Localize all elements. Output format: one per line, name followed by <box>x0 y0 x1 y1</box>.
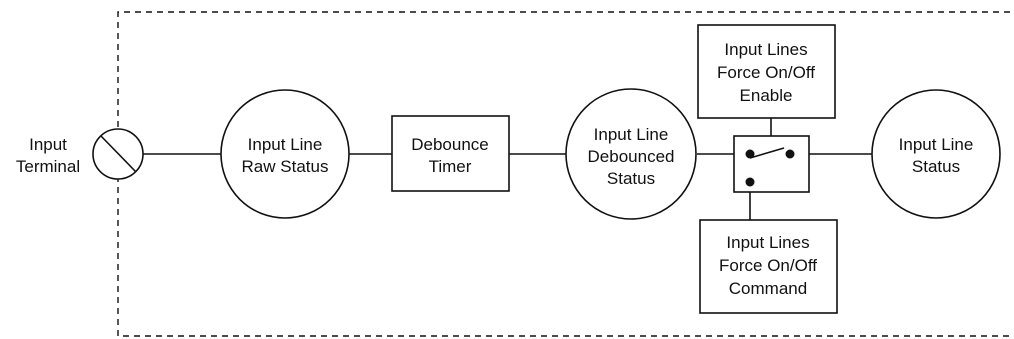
terminal-slash <box>100 135 137 173</box>
debounced-status-label-3: Status <box>607 169 655 188</box>
switch-contact-bottom <box>745 177 755 187</box>
force-enable-box <box>697 24 836 119</box>
force-enable-label-1: Input Lines <box>724 40 807 59</box>
line-status-label-2: Status <box>912 157 960 176</box>
switch-contact-left <box>745 149 755 159</box>
force-enable-node: Input Lines Force On/Off Enable <box>697 24 836 119</box>
input-terminal: Input Terminal <box>16 128 144 180</box>
debounce-timer-node: Debounce Timer <box>391 115 510 192</box>
dashed-boundary <box>117 11 1010 337</box>
line-status-node: Input Line Status <box>871 89 1001 219</box>
debounce-timer-box <box>391 115 510 192</box>
debounced-status-label-1: Input Line <box>594 125 669 144</box>
force-enable-label-2: Force On/Off <box>717 63 815 82</box>
switch-arm <box>749 147 785 159</box>
raw-status-node: Input Line Raw Status <box>220 89 350 219</box>
force-switch <box>733 135 810 193</box>
raw-status-label-1: Input Line <box>248 135 323 154</box>
debounced-status-circle <box>565 88 697 220</box>
debounced-status-label-2: Debounced <box>588 147 675 166</box>
force-command-node: Input Lines Force On/Off Command <box>699 219 838 314</box>
force-command-box <box>699 219 838 314</box>
raw-status-circle <box>220 89 350 219</box>
force-command-label-1: Input Lines <box>726 233 809 252</box>
force-enable-label-3: Enable <box>740 86 793 105</box>
switch-contact-right <box>785 149 795 159</box>
line-status-label-1: Input Line <box>899 135 974 154</box>
switch-box <box>733 135 810 193</box>
input-terminal-label-1: Input <box>29 135 67 154</box>
line-status-circle <box>871 89 1001 219</box>
input-terminal-label-2: Terminal <box>16 157 80 176</box>
force-command-label-3: Command <box>729 279 807 298</box>
debounce-timer-label-1: Debounce <box>411 135 489 154</box>
raw-status-label-2: Raw Status <box>242 157 329 176</box>
force-command-label-2: Force On/Off <box>719 256 817 275</box>
debounce-timer-label-2: Timer <box>429 157 472 176</box>
debounced-status-node: Input Line Debounced Status <box>565 88 697 220</box>
